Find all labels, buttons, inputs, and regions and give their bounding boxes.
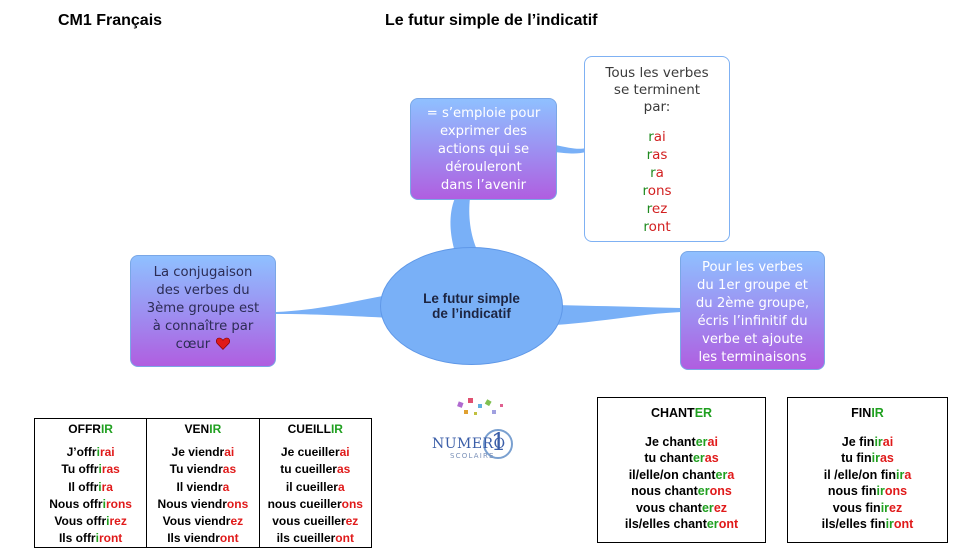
heart-icon: [216, 337, 231, 350]
conjugation-line: tu finiras: [841, 451, 894, 466]
connector-endings: [555, 145, 586, 154]
bubble-third-group-line: La conjugaison: [153, 265, 253, 280]
conjugation-line: Nous viendrons: [157, 496, 249, 511]
conjugation-line: il cueillera: [285, 479, 345, 494]
connector-emploi: [450, 198, 478, 252]
third-group-conjugation-table: OFFRIR J’offrirai Tu offriras Il offrira…: [33, 417, 373, 549]
conjugation-line: tu cueilleras: [280, 462, 351, 477]
conjugation-line: Ils offriront: [58, 531, 123, 546]
bubble-third-group-line: des verbes du: [156, 283, 250, 298]
bubble-first-second-group: Pour les verbes du 1er groupe et du 2ème…: [680, 251, 825, 370]
conjugation-line: Nous offrirons: [49, 496, 132, 511]
conjugation-line: nous finirons: [827, 484, 908, 499]
bubble-endings: Tous les verbes se terminent par: rai ra…: [584, 56, 730, 242]
bubble-third-group-line: 3ème groupe est: [146, 301, 260, 316]
bubble-first-second-line: du 2ème groupe,: [695, 296, 810, 311]
conjugation-line: ils/elles finiront: [821, 517, 914, 532]
bubble-usage-line: actions qui se: [437, 142, 530, 157]
conjugation-line: Tu viendras: [169, 462, 237, 477]
logo-subtext: SCOLAIRE: [450, 452, 495, 460]
endings-intro-line: par:: [643, 99, 671, 115]
conjugation-line: il /elle/on finira: [823, 467, 912, 482]
conjugation-line: vous cueillerez: [272, 514, 359, 529]
verb-heading-cueillir: CUEILLIR: [287, 422, 343, 436]
bubble-first-second-line: les terminaisons: [698, 350, 807, 365]
conjugation-line: Tu offriras: [61, 462, 120, 477]
conjugation-line: J’offrirai: [66, 445, 115, 460]
conjugation-line: il/elle/on chantera: [628, 467, 735, 482]
page-header-left: CM1 Français: [58, 12, 163, 29]
bubble-usage-line: dérouleront: [445, 160, 522, 175]
connector-pour: [555, 305, 681, 325]
central-topic: Le futur simple de l’indicatif: [380, 247, 563, 365]
numero1-logo: NUMERO 1 SCOLAIRE: [428, 396, 528, 468]
bubble-first-second-line: du 1er groupe et: [697, 278, 808, 293]
bubble-first-second-line: Pour les verbes: [701, 260, 804, 275]
verb-heading-chanter: CHANTER: [650, 406, 713, 420]
connector-conj: [276, 295, 392, 318]
bubble-usage-line: = s’emploie pour: [426, 106, 541, 121]
bubble-first-second-line: verbe et ajoute: [702, 332, 803, 347]
verb-heading-finir: FINIR: [851, 406, 884, 420]
central-topic-line: Le futur simple: [423, 291, 520, 306]
bubble-first-second-line: écris l’infinitif du: [697, 314, 808, 329]
conjugation-line: Je cueillerai: [280, 445, 350, 460]
column-cueillir: CUEILLIR Je cueillerai tu cueilleras il …: [258, 417, 373, 549]
endings-intro-line: Tous les verbes: [605, 65, 709, 81]
verb-heading-offrir: OFFRIR: [68, 422, 113, 436]
conjugation-line: ils cueilleront: [276, 531, 354, 546]
ending-item: rez: [646, 201, 668, 217]
ending-item: rons: [642, 183, 672, 199]
bubble-usage: = s’emploie pour exprimer des actions qu…: [410, 98, 557, 200]
bubble-third-group-line: cœur: [139, 336, 267, 354]
ending-item: ras: [646, 147, 668, 163]
ending-item: rai: [648, 129, 666, 145]
conjugation-line: Il offrira: [68, 479, 113, 494]
bubble-third-group-line: à connaître par: [152, 319, 254, 334]
logo-text: NUMERO: [432, 436, 506, 452]
logo-number: 1: [491, 428, 507, 456]
conjugation-line: Je chanterai: [645, 435, 718, 449]
conjugation-line: Il viendra: [176, 479, 230, 494]
ending-item: ront: [643, 219, 671, 235]
conjugation-line: nous cueillerons: [267, 496, 363, 511]
central-topic-line: de l’indicatif: [432, 306, 511, 321]
chanter-conjugation-box: CHANTER Je chanterai tu chanteras il/ell…: [597, 397, 766, 543]
conjugation-line: tu chanteras: [644, 451, 719, 466]
verb-heading-venir: VENIR: [184, 422, 222, 436]
conjugation-line: Vous offrirez: [54, 514, 127, 529]
conjugation-line: vous finirez: [832, 500, 903, 515]
conjugation-line: Je viendrai: [171, 445, 235, 460]
conjugation-line: Je finirai: [841, 435, 894, 449]
column-venir: VENIR Je viendrai Tu viendras Il viendra…: [146, 417, 260, 549]
conjugation-line: vous chanterez: [635, 500, 728, 515]
finir-conjugation-box: FINIR Je finirai tu finiras il /elle/on …: [787, 397, 948, 543]
bubble-third-group: La conjugaison des verbes du 3ème groupe…: [130, 255, 276, 367]
page-title: Le futur simple de l’indicatif: [385, 12, 598, 29]
conjugation-line: nous chanterons: [631, 484, 732, 499]
ending-item: ra: [650, 165, 664, 181]
conjugation-line: ils/elles chanteront: [624, 517, 739, 532]
endings-list: rai ras ra rons rez ront: [585, 128, 729, 236]
conjugation-line: Vous viendrez: [162, 514, 244, 529]
endings-intro-line: se terminent: [613, 82, 701, 98]
conjugation-line: Ils viendront: [167, 531, 239, 546]
bubble-usage-line: dans l’avenir: [440, 178, 527, 193]
bubble-usage-line: exprimer des: [439, 124, 528, 139]
column-offrir: OFFRIR J’offrirai Tu offriras Il offrira…: [33, 417, 148, 549]
